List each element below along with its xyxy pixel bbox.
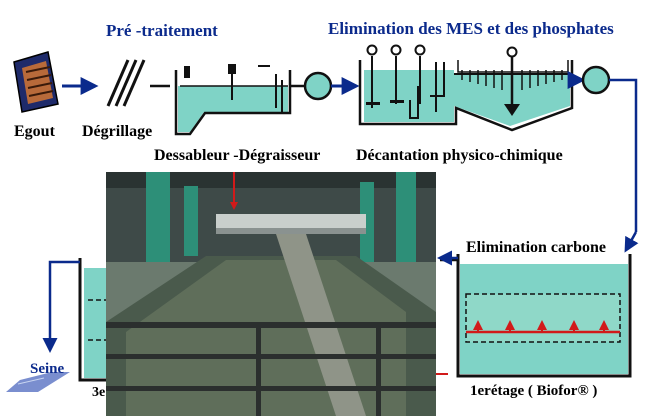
grit-tank-icon xyxy=(174,64,292,136)
facility-photo xyxy=(106,172,436,416)
pump-icon xyxy=(303,71,333,101)
label-egout: Egout xyxy=(14,123,55,140)
biofilter-tank-icon xyxy=(436,254,632,378)
label-etage1: 1erétage ( Biofor® ) xyxy=(470,383,598,399)
label-etage3: 3e xyxy=(92,385,106,400)
flow-line-to-biofilter xyxy=(609,78,638,232)
river-icon xyxy=(6,372,70,392)
third-stage-tank-icon xyxy=(78,258,108,382)
label-seine: Seine xyxy=(30,361,65,377)
flow-line-to-seine xyxy=(42,260,80,353)
sewer-grate-icon xyxy=(13,51,59,113)
label-elimination-mes: Elimination des MES et des phosphates xyxy=(328,19,614,38)
label-pretraitement: Pré -traitement xyxy=(106,21,218,40)
label-decantation: Décantation physico-chimique xyxy=(356,147,563,164)
label-degrillage: Dégrillage xyxy=(82,123,153,140)
pump-icon xyxy=(581,65,611,95)
clarifier-tank-icon xyxy=(358,44,574,132)
flow-arrow-biofilter xyxy=(624,231,639,253)
label-dessableur: Dessableur -Dégraisseur xyxy=(154,147,321,164)
bar-screen-icon xyxy=(106,59,146,107)
label-elimination-carbone: Elimination carbone xyxy=(466,239,607,256)
